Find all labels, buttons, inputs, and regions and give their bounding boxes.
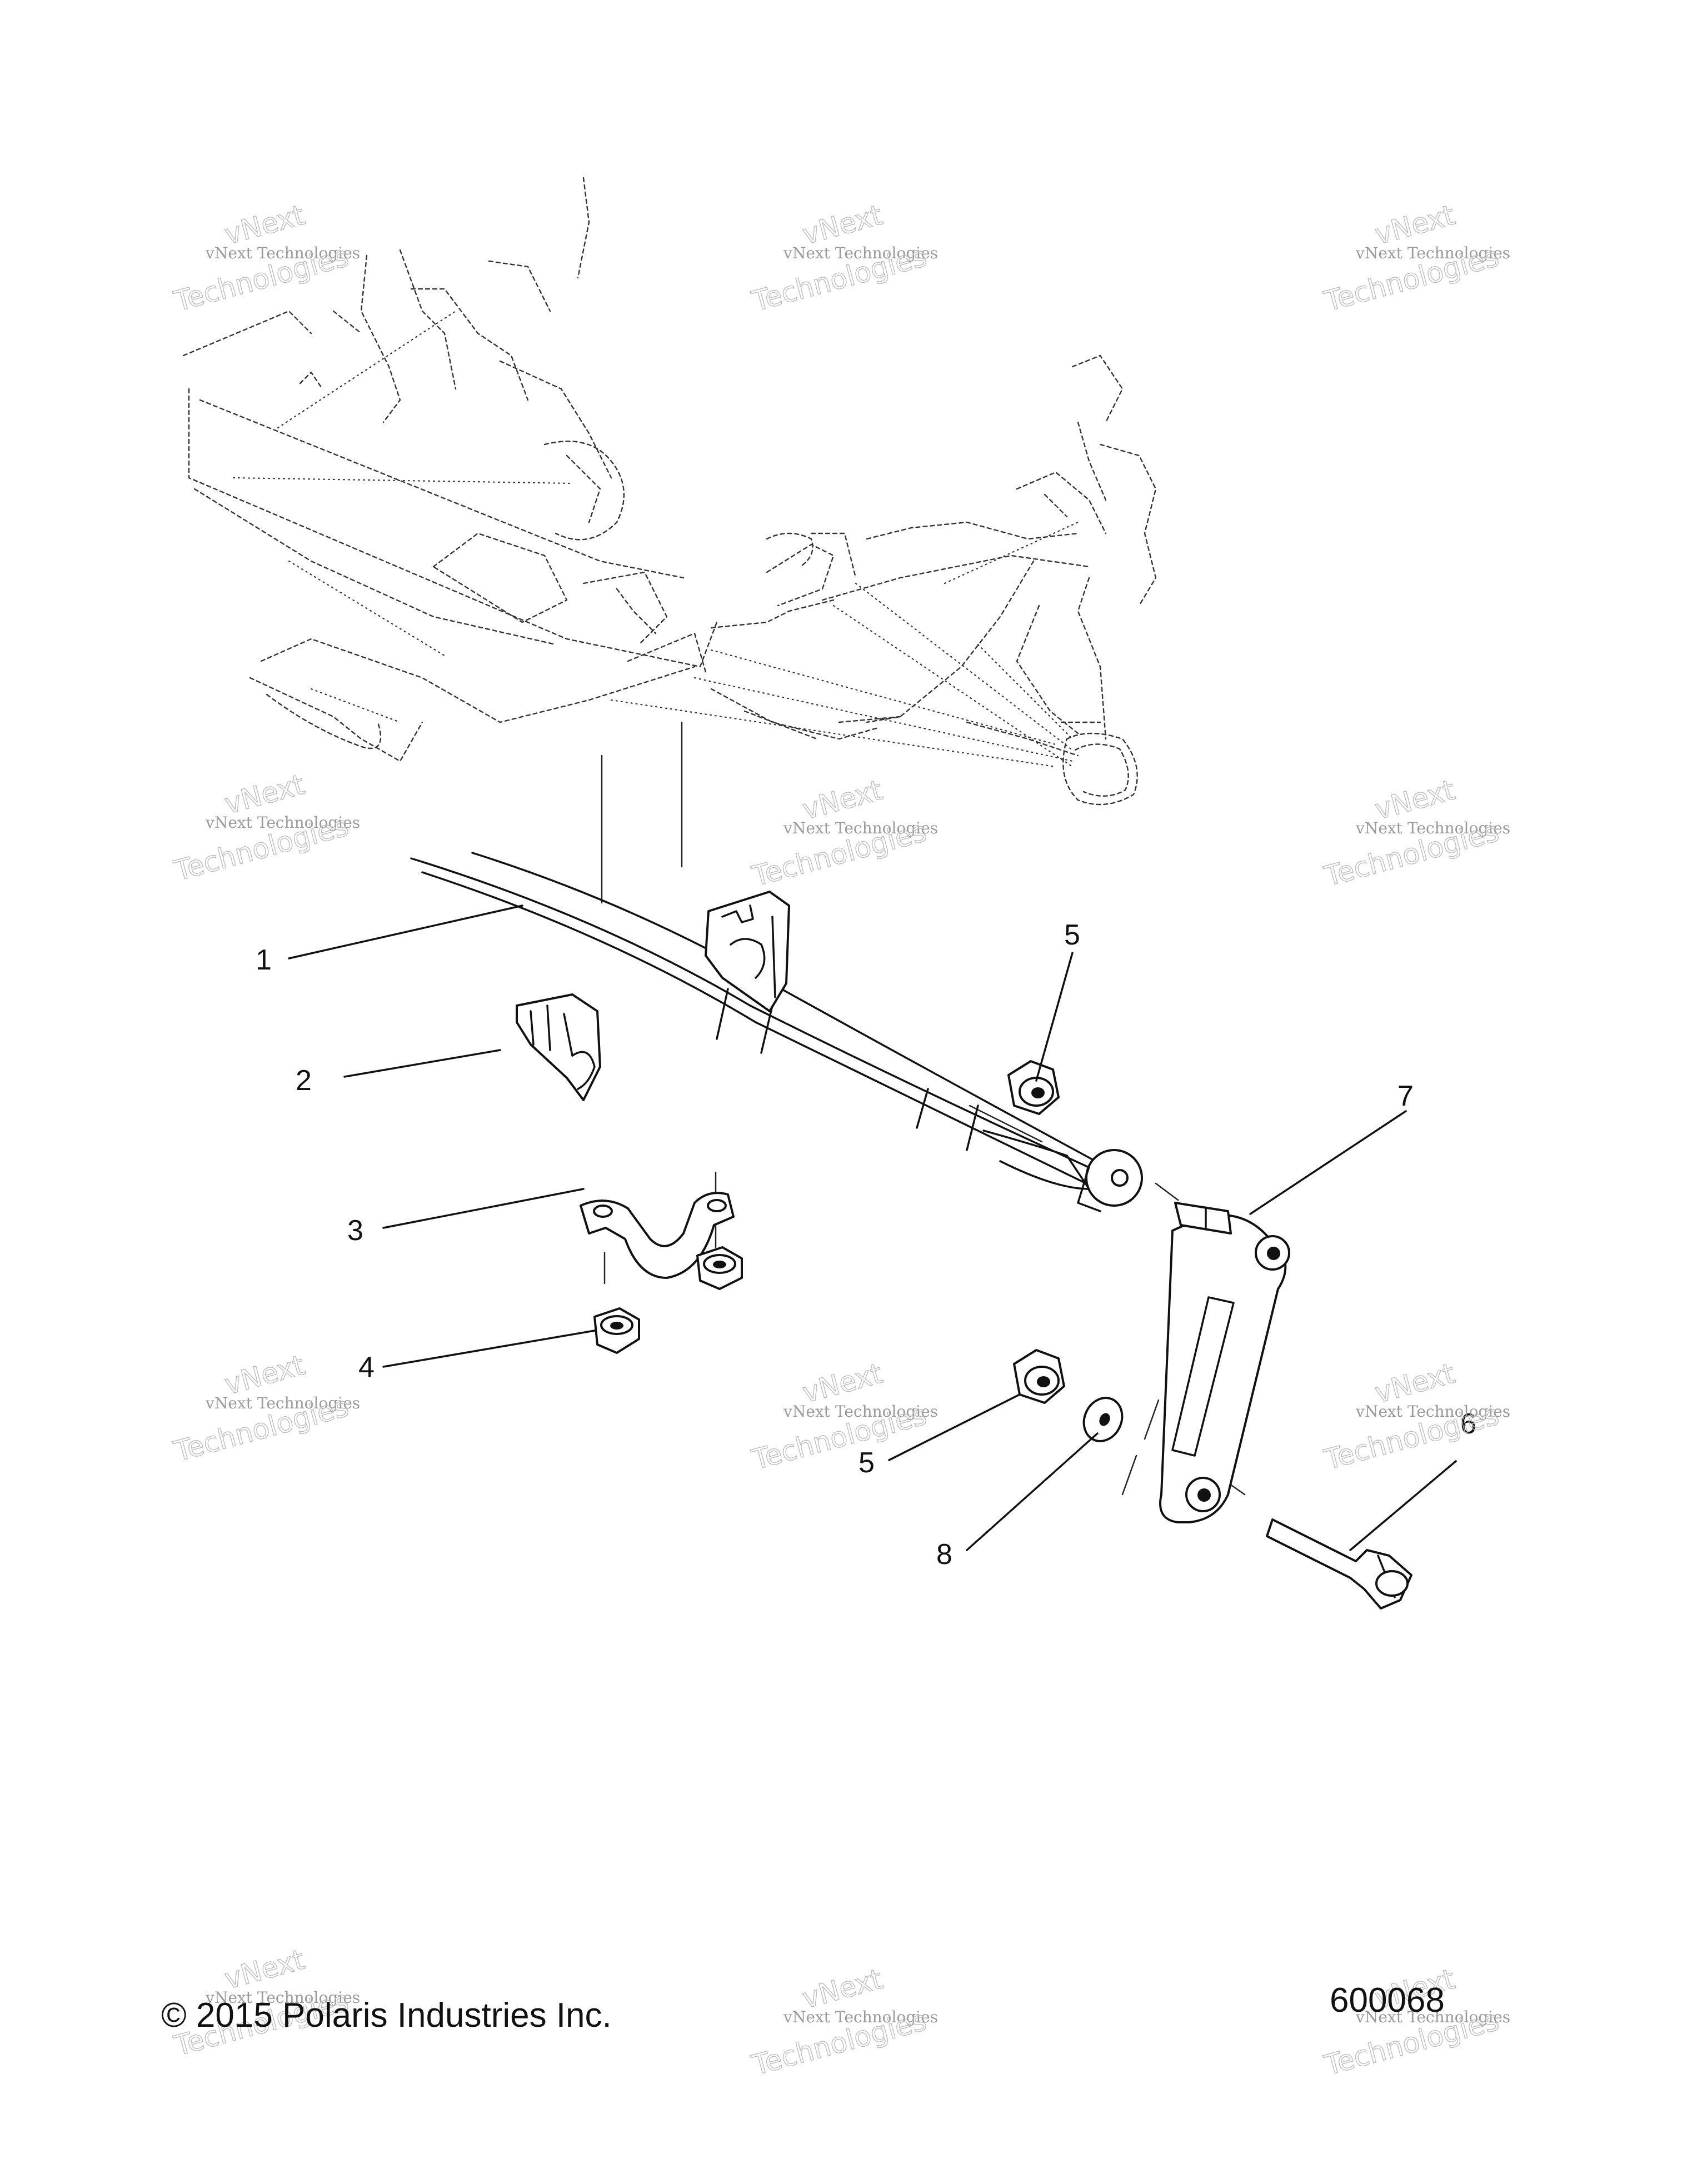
callout-7: 7	[1397, 1080, 1414, 1112]
callout-5-lower: 5	[859, 1447, 875, 1479]
callout-8: 8	[936, 1538, 952, 1571]
watermark-middle-left: vNext Technologies vNext Technologies	[170, 768, 360, 887]
copyright-notice: © 2015 Polaris Industries Inc.	[161, 1996, 612, 2035]
svg-text:vNext Technologies: vNext Technologies	[205, 1394, 360, 1412]
frame-assembly	[182, 177, 1157, 806]
callout-labels: 1 2 3 4 5 5 6 7 8	[256, 919, 1476, 1571]
watermark-middle-right: vNext Technologies vNext Technologies	[1320, 773, 1510, 893]
alignment-lines	[601, 721, 1246, 1518]
svg-text:vNext Technologies: vNext Technologies	[1355, 2008, 1510, 2026]
callout-5-upper: 5	[1064, 919, 1080, 951]
svg-text:vNext Technologies: vNext Technologies	[783, 2008, 938, 2026]
svg-text:vNext: vNext	[799, 774, 886, 826]
nut-5-lower	[1013, 1349, 1065, 1404]
bracket	[580, 1192, 735, 1279]
leader-lines	[288, 904, 1457, 1551]
svg-text:vNext Technologies: vNext Technologies	[1355, 819, 1510, 837]
svg-text:vNext: vNext	[799, 199, 886, 251]
flange-nut-4a	[593, 1307, 640, 1354]
svg-text:vNext: vNext	[221, 768, 308, 821]
watermark-top-right: vNext Technologies vNext Technologies	[1320, 198, 1510, 318]
callout-1: 1	[256, 944, 272, 976]
washer	[1082, 1397, 1124, 1442]
watermark-bottom-center: vNext Technologies vNext Technologies	[748, 1962, 938, 2082]
svg-text:vNext Technologies: vNext Technologies	[1355, 1402, 1510, 1421]
bushing-upper	[705, 891, 790, 1012]
bolt	[1266, 1518, 1412, 1610]
svg-text:vNext: vNext	[221, 1349, 308, 1401]
svg-text:vNext Technologies: vNext Technologies	[783, 1402, 938, 1421]
svg-text:vNext Technologies: vNext Technologies	[1355, 244, 1510, 262]
watermark-middle-center: vNext Technologies vNext Technologies	[748, 773, 938, 893]
svg-text:vNext Technologies: vNext Technologies	[783, 819, 938, 837]
diagram-number: 600068	[1330, 1981, 1445, 2020]
svg-text:vNext: vNext	[1371, 774, 1458, 826]
watermark-lower-left: vNext Technologies vNext Technologies	[170, 1348, 360, 1468]
svg-text:vNext Technologies: vNext Technologies	[205, 813, 360, 832]
callout-6: 6	[1460, 1408, 1476, 1440]
stabilizer-link	[1159, 1202, 1290, 1523]
svg-text:vNext Technologies: vNext Technologies	[205, 244, 360, 262]
svg-text:vNext: vNext	[1371, 1357, 1458, 1410]
callout-4: 4	[358, 1351, 375, 1383]
svg-text:vNext: vNext	[221, 1943, 308, 1996]
watermark-lower-right: vNext Technologies vNext Technologies	[1320, 1357, 1510, 1476]
watermark-lower-center: vNext Technologies vNext Technologies	[748, 1357, 938, 1476]
svg-text:vNext: vNext	[799, 1963, 886, 2015]
nut-5-upper	[1007, 1060, 1060, 1115]
svg-text:vNext Technologies: vNext Technologies	[205, 1988, 360, 2007]
svg-text:vNext: vNext	[799, 1357, 886, 1410]
svg-text:vNext: vNext	[221, 199, 308, 251]
svg-text:vNext Technologies: vNext Technologies	[783, 244, 938, 262]
svg-text:vNext: vNext	[1371, 199, 1458, 251]
watermark-top-left: vNext Technologies vNext Technologies	[170, 198, 360, 318]
watermark-top-center: vNext Technologies vNext Technologies	[748, 198, 938, 318]
callout-2: 2	[296, 1064, 312, 1097]
callout-3: 3	[347, 1215, 363, 1247]
bushing-lower	[516, 993, 601, 1101]
stabilizer-bar	[410, 852, 1143, 1212]
flange-nut-4b	[696, 1246, 743, 1290]
